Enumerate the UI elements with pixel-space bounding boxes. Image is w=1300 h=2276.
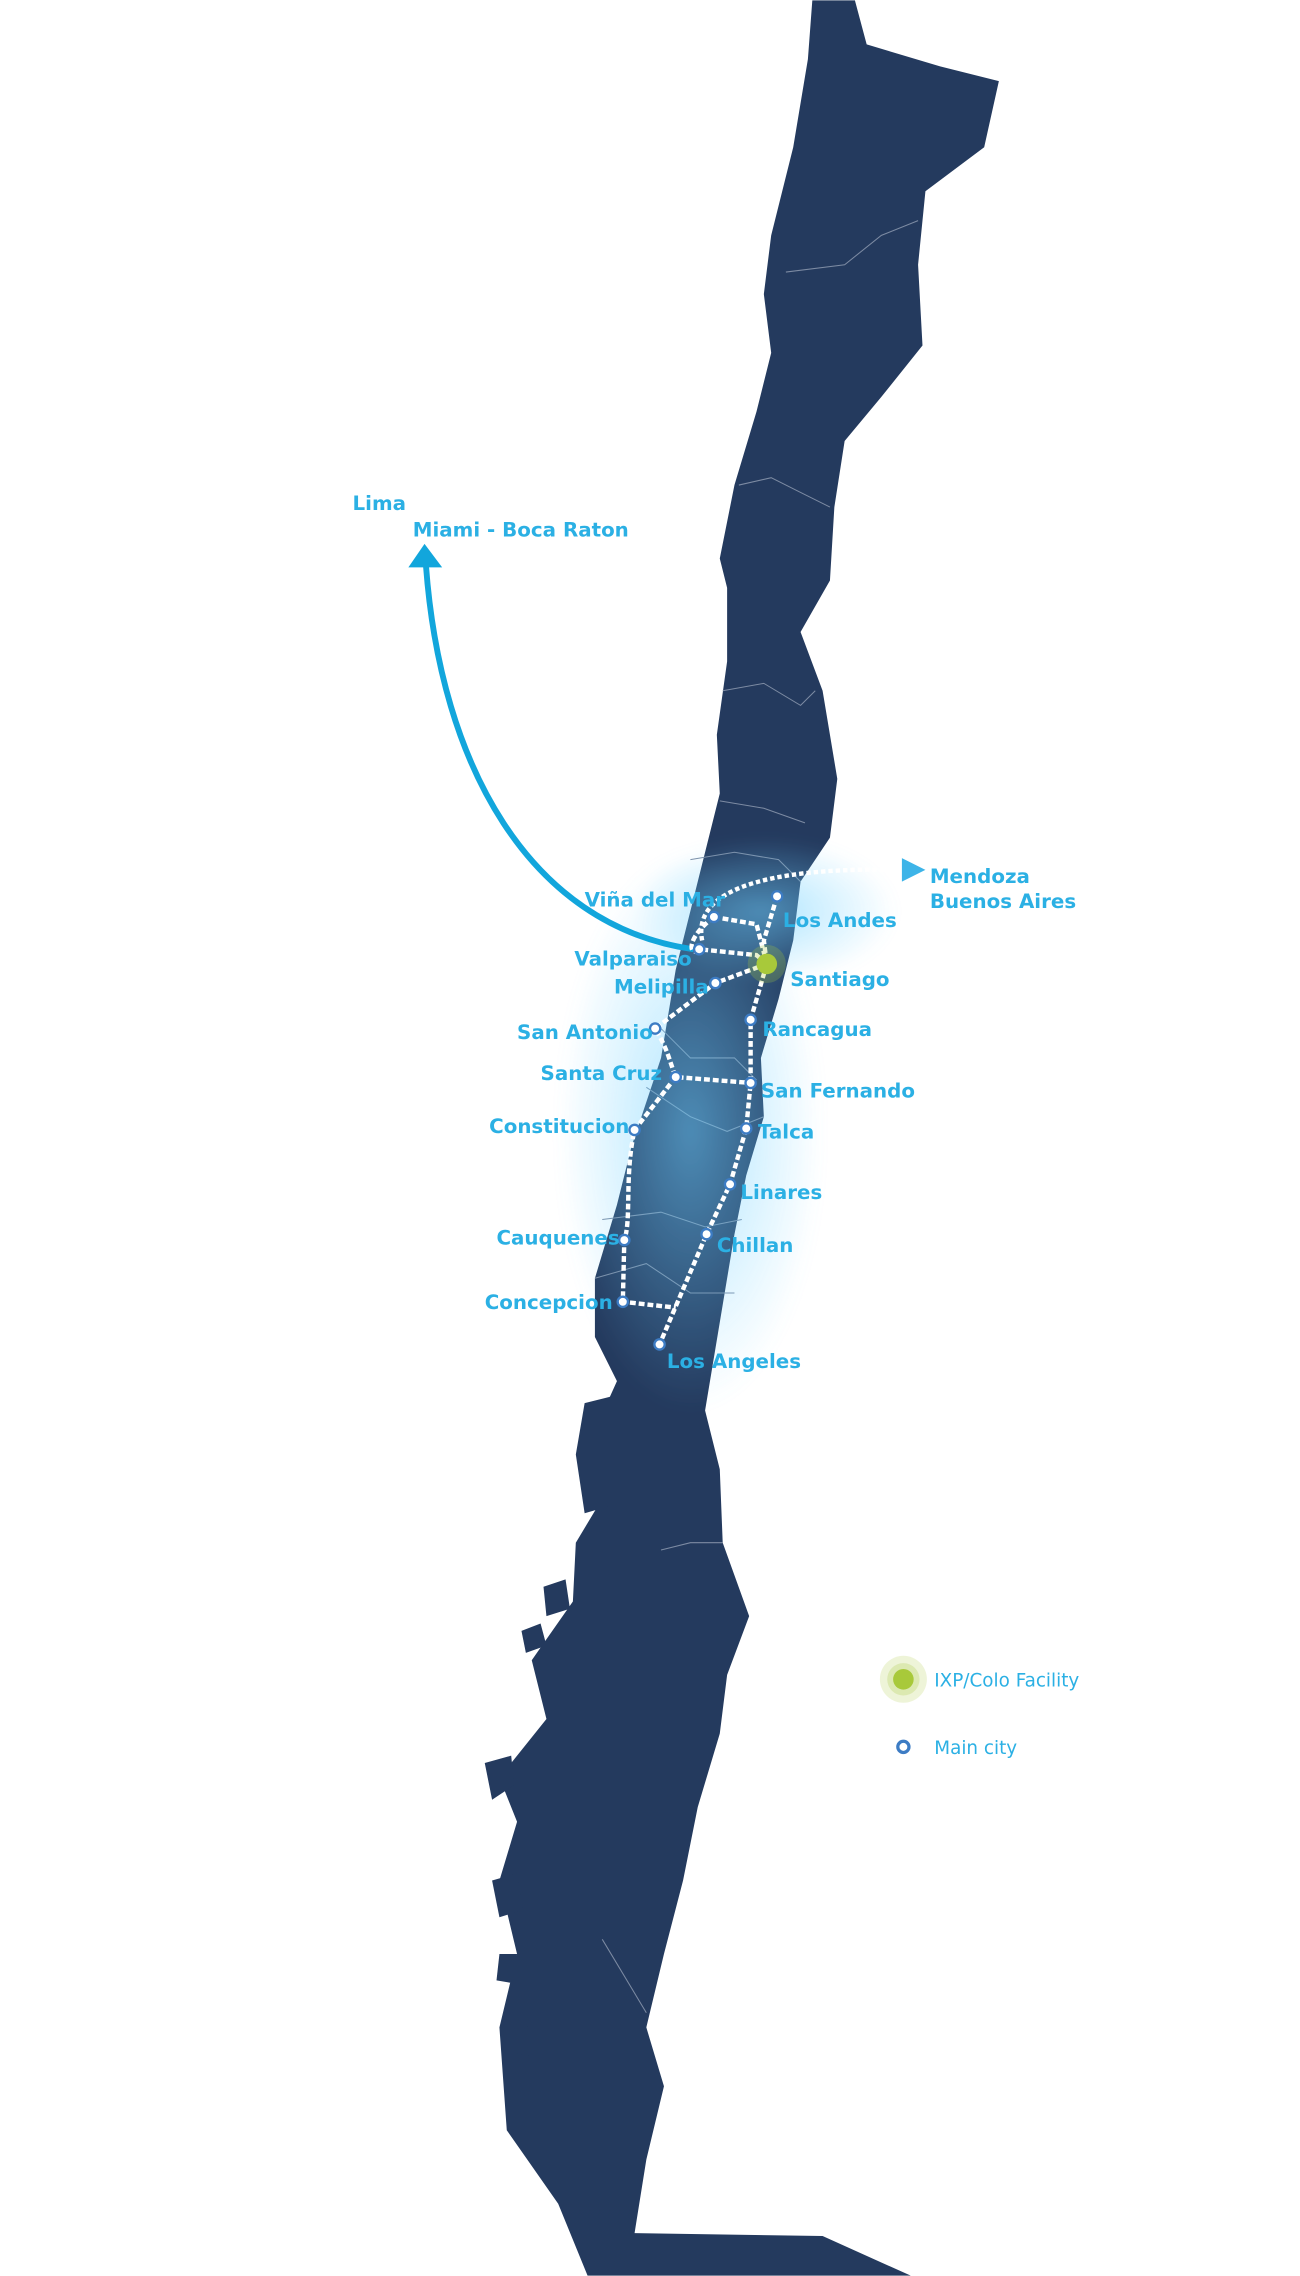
city-label: Rancagua bbox=[762, 1018, 872, 1041]
city-label: Chillan bbox=[717, 1234, 794, 1257]
city-marker-linares[interactable] bbox=[723, 1177, 737, 1191]
destination-label-buenos-aires: Buenos Aires bbox=[930, 890, 1076, 913]
destination-label-lima: Lima bbox=[353, 492, 406, 515]
city-marker-santa-cruz[interactable] bbox=[669, 1070, 683, 1084]
city-label: Melipilla bbox=[614, 975, 709, 998]
city-label: Linares bbox=[740, 1181, 822, 1204]
city-marker-constitucion[interactable] bbox=[628, 1123, 641, 1137]
city-label: Cauquenes bbox=[496, 1226, 619, 1249]
city-markers bbox=[616, 890, 784, 1351]
city-marker-vina-del-mar[interactable] bbox=[707, 910, 721, 924]
city-marker-valparaiso[interactable] bbox=[692, 942, 706, 956]
city-marker-san-antonio[interactable] bbox=[648, 1022, 662, 1035]
destination-label-miami: Miami - Boca Raton bbox=[413, 518, 629, 541]
city-marker-san-fernando[interactable] bbox=[744, 1076, 757, 1090]
legend-city-label: Main city bbox=[934, 1738, 1017, 1759]
city-marker-los-angeles[interactable] bbox=[653, 1338, 666, 1351]
city-label: San Fernando bbox=[761, 1080, 915, 1103]
legend-city-icon bbox=[896, 1739, 911, 1755]
route-arrow-east bbox=[699, 867, 904, 941]
city-label: Viña del Mar bbox=[585, 889, 726, 912]
ixp-marker-santiago[interactable] bbox=[747, 944, 786, 984]
legend-ixp-icon bbox=[879, 1655, 927, 1703]
city-marker-chillan[interactable] bbox=[700, 1227, 713, 1241]
city-label: Los Andes bbox=[783, 909, 897, 932]
city-marker-melipilla[interactable] bbox=[709, 976, 722, 990]
city-label: Valparaiso bbox=[574, 947, 691, 970]
arrowhead-east-icon bbox=[901, 858, 926, 882]
city-labels: Viña del Mar Los Andes Valparaiso Santia… bbox=[485, 889, 915, 1373]
arrowhead-north-icon bbox=[408, 543, 443, 568]
city-label: Santiago bbox=[790, 968, 889, 991]
destination-label-mendoza: Mendoza bbox=[930, 865, 1030, 888]
city-label: Santa Cruz bbox=[541, 1062, 663, 1085]
legend-ixp-label: IXP/Colo Facility bbox=[934, 1671, 1079, 1692]
route-arrow-north bbox=[423, 565, 694, 953]
legend: IXP/Colo Facility Main city bbox=[879, 1655, 1079, 1759]
city-marker-rancagua[interactable] bbox=[744, 1013, 757, 1027]
city-marker-los-andes[interactable] bbox=[770, 890, 784, 903]
city-label: Talca bbox=[758, 1121, 814, 1144]
city-marker-concepcion[interactable] bbox=[616, 1295, 630, 1309]
city-label: Los Angeles bbox=[667, 1350, 801, 1373]
city-marker-cauquenes[interactable] bbox=[617, 1233, 631, 1247]
city-marker-talca[interactable] bbox=[739, 1122, 753, 1135]
city-label: Constitucion bbox=[489, 1115, 629, 1138]
city-label: Concepcion bbox=[485, 1291, 613, 1314]
city-label: San Antonio bbox=[517, 1021, 653, 1044]
